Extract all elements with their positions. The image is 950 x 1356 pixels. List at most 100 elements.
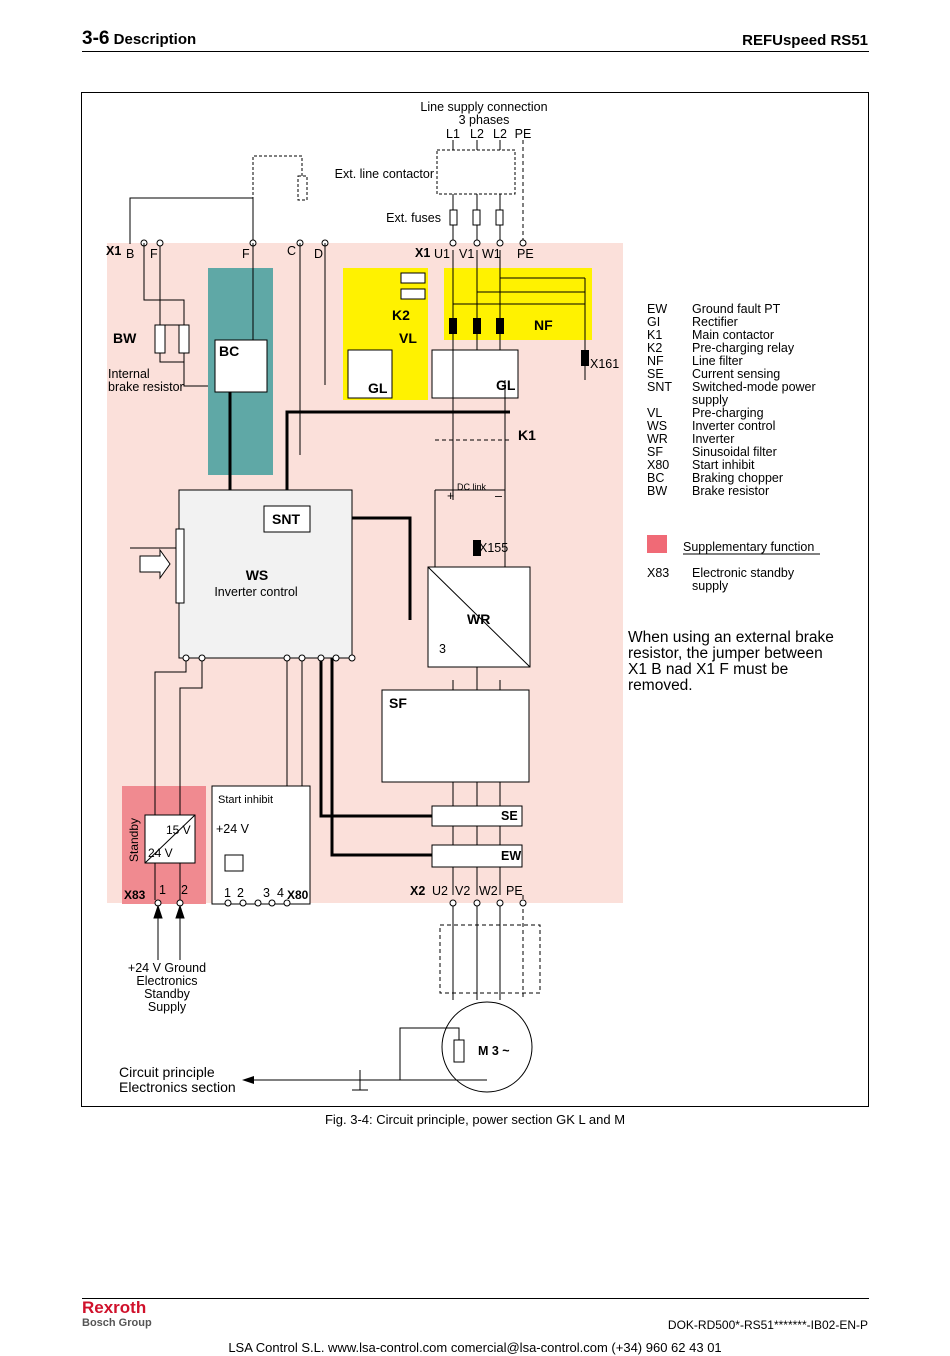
legend-desc-6: Switched-mode power	[692, 380, 816, 394]
circuit-principle-2: Electronics section	[119, 1079, 236, 1095]
legend-desc-10: Inverter	[692, 432, 734, 446]
supply-note-2: Electronics	[136, 974, 197, 988]
legend: EW Ground fault PT GI Rectifier K1 Main …	[647, 302, 816, 593]
note-line-4: removed.	[628, 677, 693, 694]
ws-sub-label: Inverter control	[214, 585, 297, 599]
x80-1-label: 1	[224, 886, 231, 900]
legend-desc-8: Pre-charging	[692, 406, 764, 420]
nf-label: NF	[534, 317, 553, 333]
x1-v1-label: V1	[459, 247, 474, 261]
gl1-label: GL	[368, 380, 388, 396]
gl2-label: GL	[496, 377, 516, 393]
x83-legend-line1: Electronic standby	[692, 566, 795, 580]
plus24-label: +24 V	[216, 822, 250, 836]
motor-label: M 3 ~	[478, 1044, 510, 1058]
x1-c-label: C	[287, 244, 296, 258]
pe2-label: PE	[506, 884, 523, 898]
legend-desc-9: Inverter control	[692, 419, 775, 433]
legend-desc-7: supply	[692, 393, 729, 407]
note-line-2: resistor, the jumper between	[628, 645, 823, 662]
dc-plus-label: +	[447, 489, 454, 503]
ws-label: WS	[246, 567, 269, 583]
x1-left-title: X1	[106, 244, 121, 258]
sf-box	[381, 689, 530, 783]
k1-label: K1	[518, 427, 536, 443]
ext-contactor-label: Ext. line contactor	[335, 167, 434, 181]
x2-label: X2	[410, 884, 425, 898]
x155-label: X155	[479, 541, 508, 555]
legend-code-0: EW	[647, 302, 667, 316]
ew-box	[431, 844, 523, 868]
supply-note-3: Standby	[144, 987, 191, 1001]
snt-box	[263, 505, 311, 533]
header-section: 3-6 Description	[82, 28, 196, 50]
k2-label: K2	[392, 307, 410, 323]
x161-label: X161	[590, 357, 619, 371]
header-rule	[82, 51, 869, 52]
ew-label: EW	[501, 849, 521, 863]
legend-code-14: BW	[647, 484, 667, 498]
section-number: 3-6	[82, 28, 110, 49]
l2a-label: L2	[470, 127, 484, 141]
legend-code-4: NF	[647, 354, 664, 368]
legend-code-2: K1	[647, 328, 662, 342]
l1-label: L1	[446, 127, 460, 141]
se-box	[431, 805, 523, 827]
supply-note-1: +24 V Ground	[128, 961, 206, 975]
legend-code-12: X80	[647, 458, 669, 472]
legend-desc-12: Start inhibit	[692, 458, 755, 472]
x1-u1-label: U1	[434, 247, 450, 261]
ext-fuses-label: Ext. fuses	[386, 211, 441, 225]
note-line-3: X1 B nad X1 F must be	[628, 661, 788, 678]
wr-three-label: 3	[439, 642, 446, 656]
start-inhibit-box	[211, 785, 311, 905]
x1-f1-label: F	[150, 247, 158, 261]
x80-3-label: 3	[263, 886, 270, 900]
legend-desc-3: Pre-charging relay	[692, 341, 795, 355]
section-title: Description	[113, 31, 197, 48]
x83-label: X83	[124, 888, 146, 902]
legend-desc-13: Braking chopper	[692, 471, 783, 485]
footer-rule	[82, 1298, 869, 1299]
legend-code-11: SF	[647, 445, 663, 459]
dc-link-label: DC link	[457, 482, 487, 492]
x80-2-label: 2	[237, 886, 244, 900]
diagram-frame	[81, 92, 869, 1107]
x1-f2-label: F	[242, 247, 250, 261]
note-line-1: When using an external brake	[628, 629, 834, 646]
bw-label: BW	[113, 330, 137, 346]
u2-label: U2	[432, 884, 448, 898]
wr-label: WR	[467, 611, 490, 627]
x80-label: X80	[287, 888, 309, 902]
l2b-label: L2	[493, 127, 507, 141]
contact-line: LSA Control S.L. www.lsa-control.com com…	[228, 1340, 722, 1355]
bc-label: BC	[219, 343, 239, 359]
legend-desc-5: Current sensing	[692, 367, 780, 381]
se-label: SE	[501, 809, 518, 823]
snt-label: SNT	[272, 511, 300, 527]
note: When using an external brake resistor, t…	[628, 629, 834, 694]
ext-contactor-box	[436, 149, 516, 195]
legend-code-10: WR	[647, 432, 668, 446]
legend-code-8: VL	[647, 406, 662, 420]
start-inhibit-label: Start inhibit	[218, 794, 273, 806]
x1-d-label: D	[314, 247, 323, 261]
internal-brake-label-2: brake resistor	[108, 380, 184, 394]
x1-w1-label: W1	[482, 247, 501, 261]
legend-code-6: SNT	[647, 380, 672, 394]
x1-right-title: X1	[415, 246, 430, 260]
dc-minus-label: –	[495, 489, 502, 503]
legend-code-13: BC	[647, 471, 664, 485]
pe-top-label: PE	[515, 127, 532, 141]
legend-code-1: GI	[647, 315, 660, 329]
supplementary-swatch	[647, 535, 667, 553]
legend-desc-14: Brake resistor	[692, 484, 769, 498]
x1-pe-label: PE	[517, 247, 534, 261]
legend-code-5: SE	[647, 367, 664, 381]
v15-label: 15 V	[166, 823, 191, 837]
logo-brand: Rexroth	[82, 1298, 147, 1317]
supply-note-4: Supply	[148, 1000, 187, 1014]
legend-desc-11: Sinusoidal filter	[692, 445, 777, 459]
circuit-principle-1: Circuit principle	[119, 1064, 215, 1080]
x80-4-label: 4	[277, 886, 284, 900]
